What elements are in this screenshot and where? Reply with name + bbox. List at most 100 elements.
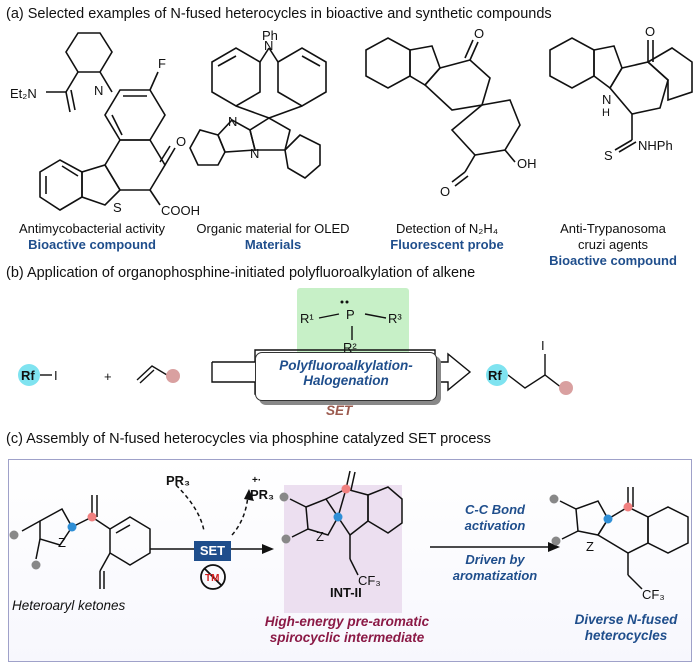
iodine-label: I	[54, 368, 58, 383]
n-label-1: N	[94, 83, 103, 98]
tm-label: TM	[205, 573, 219, 584]
intermediate-caption: High-energy pre-aromatic spirocyclic int…	[262, 614, 432, 646]
rf-circle	[18, 364, 40, 386]
section-a-header: (a) Selected examples of N-fused heteroc…	[6, 6, 552, 22]
process-line1: Polyfluoroalkylation-	[279, 358, 413, 373]
arrow-line3: Driven by	[465, 552, 525, 567]
arrow-line4: aromatization	[452, 568, 538, 583]
antitryp-outer-benzene-ring	[646, 47, 693, 102]
process-line2: Halogenation	[303, 373, 389, 388]
ph-label: Ph	[262, 28, 278, 43]
caption-4-line2: cruzi agents	[577, 237, 649, 252]
z-label-2: Z	[316, 529, 324, 544]
cf3-label-1: CF₃	[358, 573, 381, 588]
oh-label: OH	[517, 156, 537, 171]
acridine-right-ring	[277, 47, 327, 107]
cooh-label: COOH	[161, 203, 200, 218]
process-box: Polyfluoroalkylation- Halogenation	[255, 352, 437, 401]
caption-2: Organic material for OLED Materials	[188, 221, 358, 253]
indole-benzene-ring	[284, 134, 321, 179]
caption-1-line1: Antimycobacterial activity	[19, 221, 165, 236]
acridine-left-ring	[211, 47, 261, 107]
heteroaryl-label: Heteroaryl ketones	[12, 598, 126, 613]
alkene-bond	[136, 365, 168, 381]
z-label-1: Z	[58, 535, 66, 550]
antitryp-imidazole-ring	[593, 45, 623, 90]
product-dot	[559, 381, 573, 395]
product-benzene-ring	[647, 506, 689, 554]
o-label-2: O	[474, 26, 484, 41]
n-label-2: N	[264, 38, 273, 53]
probe-benzene-ring	[365, 37, 411, 89]
pr3-label: PR₃	[166, 473, 190, 488]
arrow-line1: C-C Bond	[465, 502, 525, 517]
rf-product-label: Rf	[488, 368, 502, 383]
f-label: F	[158, 56, 166, 71]
nh-n-label: N	[602, 92, 611, 107]
pyridone-ring	[104, 139, 166, 191]
r3-label: R³	[388, 311, 402, 326]
benzothiazole-benzene-ring	[39, 159, 83, 211]
azole-ring	[39, 507, 73, 546]
pr3-radical-label: PR₃	[250, 487, 274, 502]
intermediate-line2: spirocyclic intermediate	[269, 630, 425, 645]
product-line1: Diverse N-fused	[574, 612, 678, 627]
product-line2: heterocycles	[584, 628, 668, 643]
rf-circle-product	[486, 364, 508, 386]
caption-1: Antimycobacterial activity Bioactive com…	[2, 221, 182, 253]
et2n-label: Et₂N	[10, 86, 37, 101]
product-azole-ring	[575, 500, 609, 536]
section-a-structures: Et₂N N F O S COOH Ph N N N	[10, 24, 693, 218]
z-label-3: Z	[586, 539, 594, 554]
thiazole-ring	[81, 164, 122, 206]
product-chain	[507, 374, 563, 389]
o-label-4: O	[645, 24, 655, 39]
o-label-1: O	[176, 134, 186, 149]
product-caption: Diverse N-fused heterocycles	[566, 612, 686, 644]
caption-4-category: Bioactive compound	[549, 253, 677, 268]
set-label-b: SET	[326, 403, 353, 418]
caption-3-line1: Detection of N₂H₄	[395, 221, 499, 236]
n-label-4: N	[250, 146, 259, 161]
no-tm-icon	[200, 564, 226, 590]
nh-h-label: H	[602, 107, 610, 119]
iodine-product-label: I	[541, 338, 545, 353]
set-box-c: SET	[194, 541, 231, 561]
caption-4-line1: Anti-Trypanosoma	[560, 221, 666, 236]
caption-3-category: Fluorescent probe	[390, 237, 504, 252]
caption-1-category: Bioactive compound	[28, 237, 156, 252]
caption-2-line1: Organic material for OLED	[196, 221, 350, 236]
radical-sign: +·	[252, 475, 261, 486]
quinolone-benzene-ring	[104, 89, 166, 141]
intermediate-line1: High-energy pre-aromatic	[264, 614, 430, 629]
naphthalimide-ring-1	[423, 59, 491, 111]
arrow-line2: activation	[464, 518, 526, 533]
int-benzene-ring	[367, 486, 403, 534]
spiro-indole-ring	[249, 117, 291, 151]
piperidine-ring	[65, 32, 113, 73]
int-indanone-ring	[337, 488, 369, 537]
n-label-3: N	[228, 114, 237, 129]
r2-label: R²	[343, 340, 357, 355]
probe-imidazole-ring	[409, 45, 441, 87]
ketone-benzene-ring	[109, 516, 151, 566]
s-label-2: S	[604, 148, 613, 163]
benzimidazole-benzene-ring	[189, 129, 226, 166]
cf3-label-2: CF₃	[642, 587, 665, 602]
int-azole-ring	[305, 498, 339, 536]
section-c-header: (c) Assembly of N-fused heterocycles via…	[6, 431, 491, 447]
nhph-label: NHPh	[638, 138, 673, 153]
caption-2-category: Materials	[244, 237, 302, 252]
alkene-dot	[166, 369, 180, 383]
arrow-caption-bottom: Driven by aromatization	[434, 552, 556, 584]
caption-3: Detection of N₂H₄ Fluorescent probe	[372, 221, 522, 253]
section-c-scheme: Z Z Z PR₃ PR₃ +· TM INT-II CF₃ CF₃	[9, 470, 689, 602]
p-label: P	[346, 307, 355, 322]
caption-4: Anti-Trypanosoma cruzi agents Bioactive …	[538, 221, 688, 269]
s-label: S	[113, 200, 122, 215]
rf-label: Rf	[21, 368, 35, 383]
arrow-caption-top: C-C Bond activation	[434, 502, 556, 534]
antitryp-benzene-ring	[549, 37, 595, 89]
r1-label: R¹	[300, 311, 314, 326]
o-label-3: O	[440, 184, 450, 199]
